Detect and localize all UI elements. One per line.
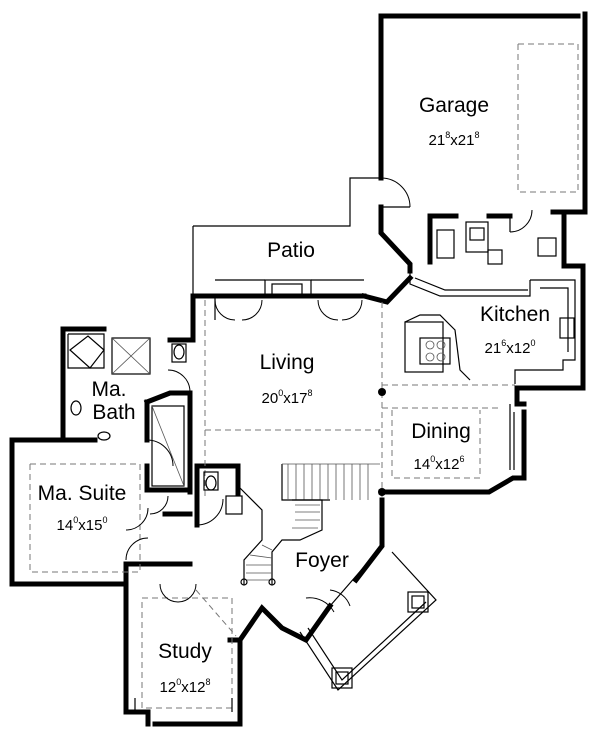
room-kitchen: Kitchen 216x120 (480, 303, 550, 357)
room-dimension-garage: 218x218 (429, 130, 480, 149)
room-dimension-living: 200x178 (262, 388, 313, 407)
room-name-ma-bath-line2: Bath (92, 401, 135, 424)
room-name-patio: Patio (267, 239, 315, 262)
interior-lines (29, 43, 579, 712)
spiral-stair-treads (246, 504, 320, 581)
room-name-living: Living (260, 351, 315, 374)
room-patio: Patio (267, 239, 315, 262)
room-name-dining: Dining (411, 420, 471, 443)
room-dimension-ma-suite: 140x150 (57, 515, 108, 534)
room-foyer: Foyer (295, 549, 349, 572)
room-name-garage: Garage (419, 94, 489, 117)
room-name-ma-bath-line1: Ma. (91, 378, 126, 401)
room-name-kitchen: Kitchen (480, 303, 550, 326)
room-dimension-dining: 140x126 (414, 454, 465, 473)
room-ma-suite: Ma. Suite 140x150 (38, 482, 127, 534)
room-study: Study 120x128 (158, 640, 212, 696)
room-name-study: Study (158, 640, 212, 663)
stair-treads (287, 464, 369, 500)
room-dimension-kitchen: 216x120 (485, 338, 536, 357)
room-name-foyer: Foyer (295, 549, 349, 572)
room-dining: Dining 140x126 (411, 420, 471, 473)
room-name-ma-suite: Ma. Suite (38, 482, 127, 505)
room-garage: Garage 218x218 (419, 94, 489, 149)
room-dimension-study: 120x128 (160, 677, 211, 696)
room-living: Living 200x178 (260, 351, 315, 407)
room-ma-bath: Ma. Bath (91, 378, 135, 424)
